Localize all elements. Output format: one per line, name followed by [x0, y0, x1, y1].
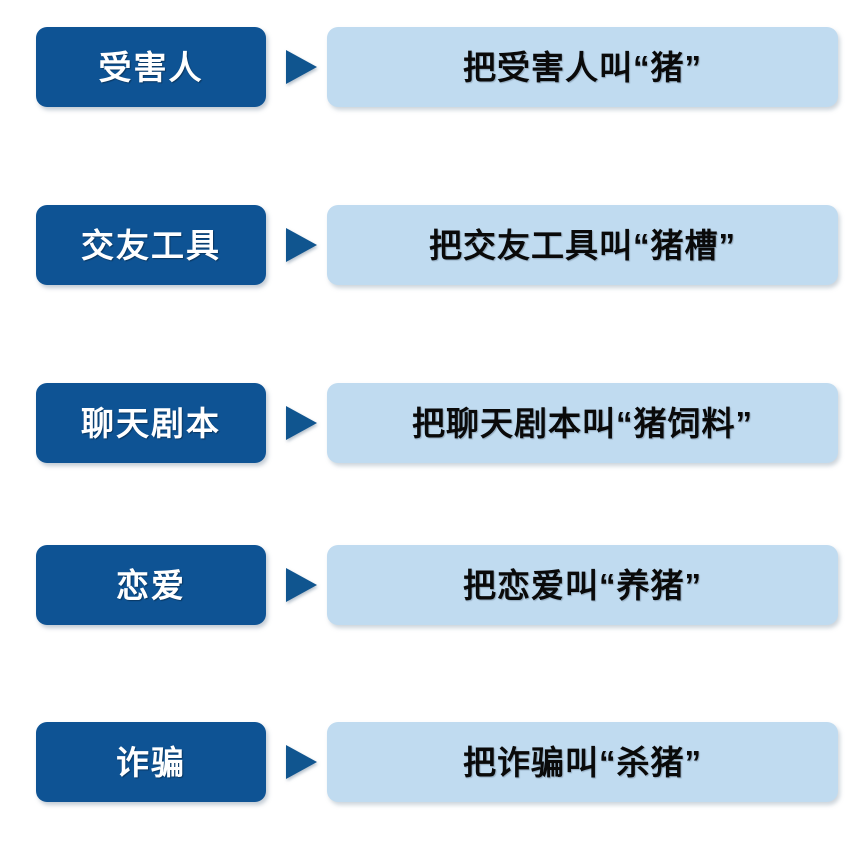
- arrow-connector: [281, 722, 321, 802]
- term-label: 恋爱: [116, 566, 186, 604]
- arrow-connector: [281, 545, 321, 625]
- arrow-connector: [281, 27, 321, 107]
- term-label: 受害人: [98, 48, 204, 86]
- arrow-connector: [281, 205, 321, 285]
- mapping-row: 恋爱 把恋爱叫“养猪”: [0, 545, 866, 625]
- term-box[interactable]: 聊天剧本: [36, 383, 266, 463]
- term-box[interactable]: 受害人: [36, 27, 266, 107]
- term-label: 聊天剧本: [81, 404, 221, 442]
- mapping-row: 聊天剧本 把聊天剧本叫“猪饲料”: [0, 383, 866, 463]
- term-box[interactable]: 交友工具: [36, 205, 266, 285]
- phrase-box[interactable]: 把交友工具叫“猪槽”: [327, 205, 838, 285]
- phrase-label: 把交友工具叫“猪槽”: [429, 226, 736, 264]
- mapping-row: 交友工具 把交友工具叫“猪槽”: [0, 205, 866, 285]
- phrase-label: 把诈骗叫“杀猪”: [463, 743, 702, 781]
- triangle-right-icon: [285, 406, 317, 440]
- phrase-box[interactable]: 把聊天剧本叫“猪饲料”: [327, 383, 838, 463]
- phrase-label: 把聊天剧本叫“猪饲料”: [412, 404, 753, 442]
- triangle-right-icon: [285, 50, 317, 84]
- term-box[interactable]: 恋爱: [36, 545, 266, 625]
- phrase-box[interactable]: 把恋爱叫“养猪”: [327, 545, 838, 625]
- term-box[interactable]: 诈骗: [36, 722, 266, 802]
- phrase-label: 把恋爱叫“养猪”: [463, 566, 702, 604]
- mapping-row: 诈骗 把诈骗叫“杀猪”: [0, 722, 866, 802]
- term-label: 交友工具: [81, 226, 221, 264]
- triangle-right-icon: [285, 745, 317, 779]
- arrow-connector: [281, 383, 321, 463]
- triangle-right-icon: [285, 228, 317, 262]
- phrase-box[interactable]: 把受害人叫“猪”: [327, 27, 838, 107]
- mapping-row: 受害人 把受害人叫“猪”: [0, 27, 866, 107]
- term-label: 诈骗: [116, 743, 186, 781]
- triangle-right-icon: [285, 568, 317, 602]
- phrase-label: 把受害人叫“猪”: [463, 48, 702, 86]
- phrase-box[interactable]: 把诈骗叫“杀猪”: [327, 722, 838, 802]
